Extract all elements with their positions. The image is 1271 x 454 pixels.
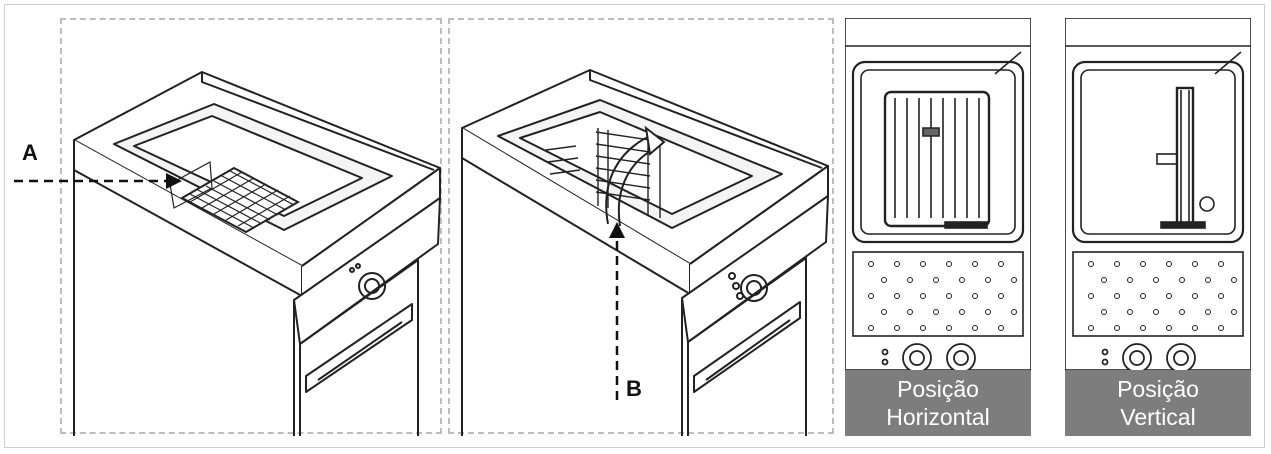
figure-frame [4, 4, 1265, 448]
top-view-horizontal [845, 18, 1031, 370]
label-a: A [22, 140, 38, 165]
control-knobs-v [1101, 343, 1196, 370]
perforation-holes-h [868, 261, 1017, 331]
fryer-drawing-1 [73, 71, 441, 436]
arrow-b [609, 222, 625, 400]
caption-vertical-line2: Vertical [1120, 404, 1196, 430]
panel-vertical-position: Posição Vertical [1065, 18, 1251, 436]
caption-horizontal-line2: Horizontal [886, 404, 990, 430]
perforation-holes-v [1088, 261, 1237, 331]
panel-basket-insertion [60, 18, 442, 436]
caption-vertical: Posição Vertical [1065, 370, 1251, 436]
panel-horizontal-position: Posição Horizontal [845, 18, 1031, 436]
basket-standing [545, 128, 661, 218]
caption-horizontal-line1: Posição [897, 376, 979, 402]
fryer-drawing-2 [461, 69, 829, 436]
panel-basket-tilt [448, 18, 834, 436]
arrow-a [14, 173, 182, 189]
label-b: B [626, 376, 642, 401]
rotation-arrow [605, 125, 666, 227]
caption-vertical-line1: Posição [1117, 376, 1199, 402]
caption-horizontal: Posição Horizontal [845, 370, 1031, 436]
top-view-vertical [1065, 18, 1251, 370]
control-knobs-h [881, 343, 976, 370]
basket-grid [169, 161, 301, 234]
